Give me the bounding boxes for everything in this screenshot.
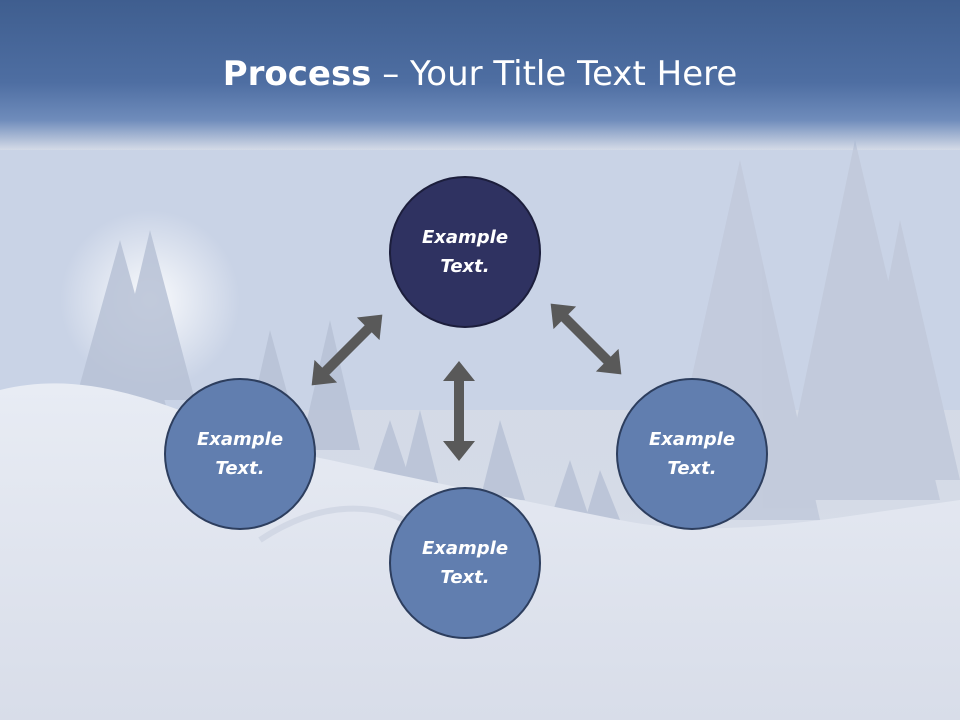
node-bottom[interactable]: Example Text.	[389, 487, 541, 639]
node-right-text: Example Text.	[648, 429, 736, 479]
node-left-text: Example Text.	[196, 429, 284, 479]
double-arrow-right	[550, 303, 622, 375]
node-right[interactable]: Example Text.	[616, 378, 768, 530]
double-arrow-left	[311, 314, 383, 386]
node-left[interactable]: Example Text.	[164, 378, 316, 530]
node-top[interactable]: Example Text.	[389, 176, 541, 328]
title-rest: – Your Title Text Here	[371, 54, 738, 94]
slide-title: Process – Your Title Text Here	[0, 52, 960, 96]
double-arrow-vertical	[443, 361, 475, 461]
node-bottom-text: Example Text.	[421, 538, 509, 588]
title-bold: Process	[222, 54, 372, 94]
node-top-text: Example Text.	[421, 227, 509, 277]
title-band	[0, 0, 960, 150]
